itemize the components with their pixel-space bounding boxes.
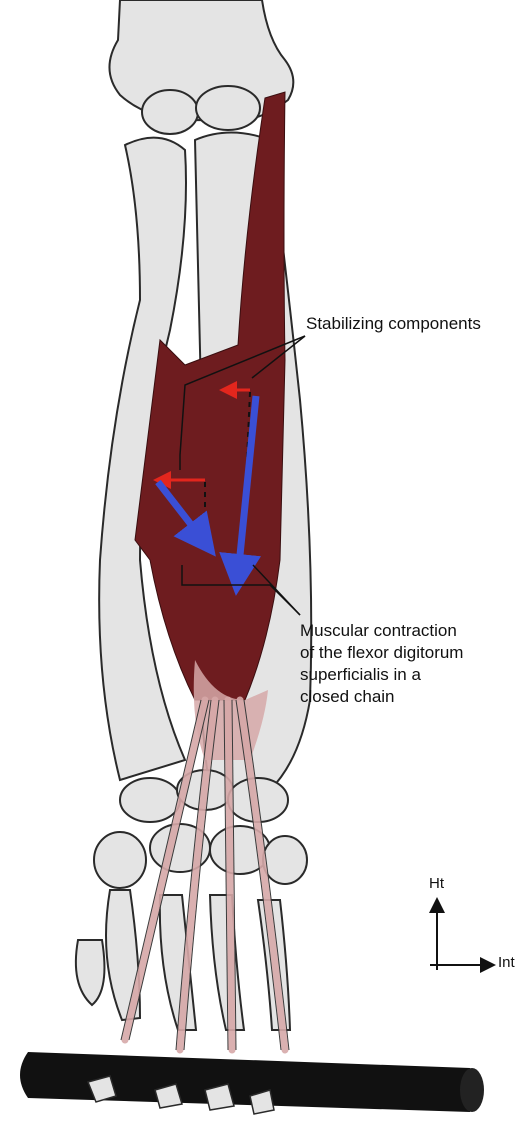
axis-label-int: Int <box>498 952 515 974</box>
label-muscular-line-3: superficialis in a <box>300 664 463 686</box>
label-muscular-line-4: closed chain <box>300 686 463 708</box>
label-muscular-line-1: Muscular contraction <box>300 620 463 642</box>
capitulum <box>142 90 198 134</box>
label-stabilizing-components: Stabilizing components <box>306 313 481 335</box>
trochlea <box>196 86 260 130</box>
grip-bar-end <box>460 1068 484 1112</box>
axis-indicator <box>430 905 488 970</box>
label-muscular-contraction: Muscular contraction of the flexor digit… <box>300 620 463 708</box>
axis-label-ht: Ht <box>429 873 444 895</box>
label-muscular-line-2: of the flexor digitorum <box>300 642 463 664</box>
